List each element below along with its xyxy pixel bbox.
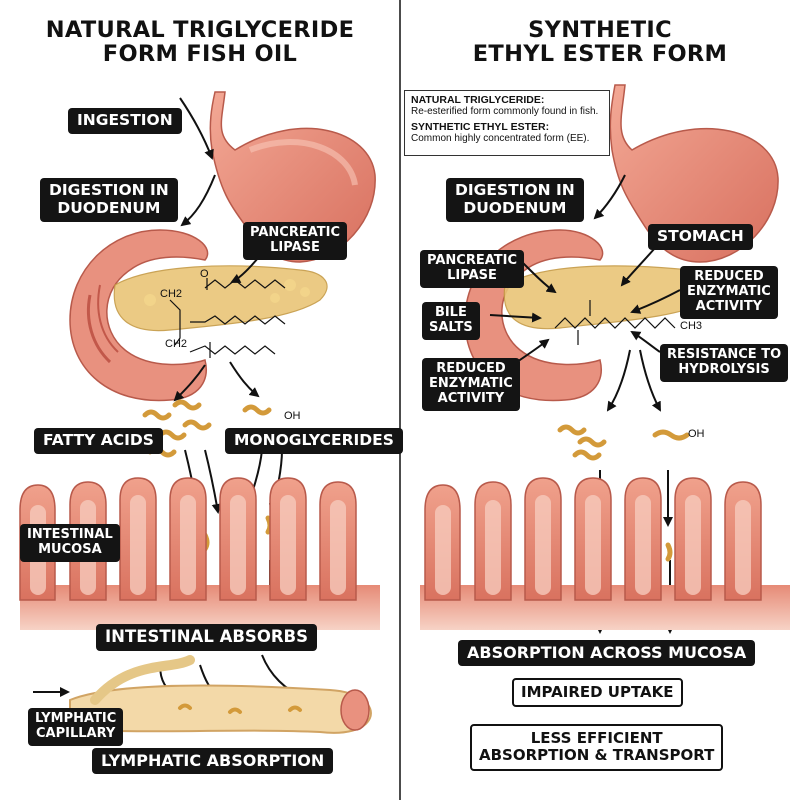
label-text: DIGESTION IN [455,181,575,199]
label-text: BILE [434,305,467,320]
label-absorption-across-mucosa: ABSORPTION ACROSS MUCOSA [458,640,756,667]
legend-synthetic-heading: SYNTHETIC ETHYL ESTER: [411,121,550,133]
left-duodenum-illustration [69,229,209,402]
label-pancreatic-lipase-left: PANCREATIC LIPASE [243,222,348,260]
label-ingestion: INGESTION [68,108,182,134]
label-lymphatic-capillary: LYMPHATIC CAPILLARY [28,708,124,746]
chem-oh-right: OH [688,428,705,440]
label-text: ABSORPTION & TRANSPORT [479,746,715,765]
label-text: LIPASE [270,239,320,255]
label-text: ENZYMATIC [429,375,513,391]
label-text: DUODENUM [57,198,161,217]
right-intestinal-villi [420,477,790,630]
label-impaired-uptake: IMPAIRED UPTAKE [512,678,683,708]
right-panel-title: SYNTHETIC ETHYL ESTER FORM [410,18,790,67]
left-triglyceride-structure [169,278,286,358]
chem-oxygen: O [200,268,209,280]
label-fatty-acids: FATTY ACIDS [34,428,163,454]
label-text: PANCREATIC [427,253,518,268]
legend-box: NATURAL TRIGLYCERIDE: Re-esterified form… [404,90,610,156]
right-title-line2: ETHYL ESTER FORM [472,41,728,68]
label-text: REDUCED [694,269,764,284]
label-resistance-to-hydrolysis: RESISTANCE TO HYDROLYSIS [660,344,789,382]
label-reduced-enzymatic-activity-bottom: REDUCED ENZYMATIC ACTIVITY [422,358,520,411]
label-reduced-enzymatic-activity-top: REDUCED ENZYMATIC ACTIVITY [680,266,778,319]
label-pancreatic-lipase-right: PANCREATIC LIPASE [420,250,525,288]
label-text: DUODENUM [463,198,567,217]
left-pancreas-illustration [113,265,328,332]
label-text: ACTIVITY [437,390,505,406]
label-text: HYDROLYSIS [678,361,770,377]
label-bile-salts: BILE SALTS [422,302,480,340]
label-digestion-duodenum-left: DIGESTION IN DUODENUM [40,178,178,222]
label-text: LIPASE [447,267,497,283]
label-monoglycerides: MONOGLYCERIDES [225,428,403,454]
label-text: DIGESTION IN [49,181,169,199]
chem-ch3: CH3 [680,320,703,332]
label-lymphatic-absorption: LYMPHATIC ABSORPTION [92,748,334,775]
label-text: LYMPHATIC [35,711,117,726]
label-digestion-duodenum-right: DIGESTION IN DUODENUM [446,178,584,222]
right-title-line1: SYNTHETIC [528,17,672,43]
label-stomach: STOMACH [648,224,753,250]
left-lymphatic-vessel [69,655,372,734]
label-text: MUCOSA [38,541,102,557]
chem-ch2-top: CH2 [160,288,183,300]
left-title-line1: NATURAL TRIGLYCERIDE [45,17,355,43]
chem-oh-left: OH [284,410,301,422]
chem-ch2-bottom: CH2 [165,338,188,350]
label-text: SALTS [429,319,473,335]
left-panel-title: NATURAL TRIGLYCERIDE FORM FISH OIL [10,18,390,67]
legend-natural-text: Re-esterified form commonly found in fis… [411,106,599,117]
label-text: ENZYMATIC [687,283,771,299]
label-intestinal-absorbs: INTESTINAL ABSORBS [96,624,318,651]
label-intestinal-mucosa: INTESTINAL MUCOSA [20,524,120,562]
label-less-efficient-absorption: LESS EFFICIENT ABSORPTION & TRANSPORT [470,724,724,771]
label-text: CAPILLARY [36,725,116,741]
legend-synthetic-text: Common highly concentrated form (EE). [411,133,590,144]
label-text: LESS EFFICIENT [530,729,663,747]
legend-natural-heading: NATURAL TRIGLYCERIDE: [411,94,545,106]
label-text: INTESTINAL [27,527,113,542]
left-title-line2: FORM FISH OIL [102,41,298,68]
label-text: PANCREATIC [250,225,341,240]
right-stomach-illustration [609,84,779,263]
right-fatty-acid-molecules [557,424,690,562]
label-text: RESISTANCE TO [667,347,782,362]
label-text: REDUCED [436,361,506,376]
label-text: ACTIVITY [695,298,763,314]
right-ethyl-ester-structure [554,300,676,345]
